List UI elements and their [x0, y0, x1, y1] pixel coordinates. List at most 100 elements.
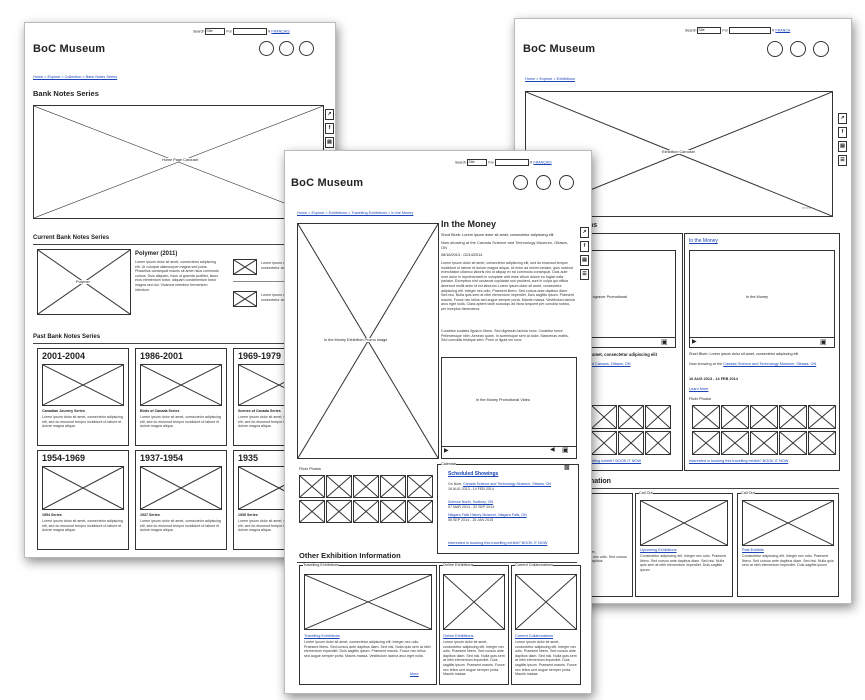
carousel-dots[interactable]: ○○○○: [802, 206, 812, 210]
fullscreen-icon[interactable]: ▣: [661, 339, 668, 346]
nav-circle-3[interactable]: [559, 175, 574, 190]
series-card[interactable]: 1937-1954 1937 Series Lorem ipsum dolor …: [135, 450, 227, 550]
breadcrumb[interactable]: Home > Explore > Exhibitions: [525, 77, 576, 81]
search-scope-select[interactable]: Site: [467, 159, 488, 166]
booking-link[interactable]: Interested in booking this travelling ex…: [689, 459, 789, 463]
nav-circle-1[interactable]: [767, 41, 783, 57]
exhibit-location-link[interactable]: Canada Science and Technology Museum, Ot…: [723, 362, 817, 366]
search-input[interactable]: [494, 159, 529, 166]
site-logo[interactable]: BoC Museum: [291, 177, 364, 189]
flickr-thumbnail[interactable]: [591, 431, 617, 455]
print-icon[interactable]: ▤: [580, 255, 589, 266]
callout-upcoming[interactable]: Call Out Upcoming Exhibitions Consectetu…: [635, 491, 733, 597]
play-icon[interactable]: ▶: [692, 339, 697, 345]
document-icon[interactable]: ☰: [838, 155, 847, 166]
more-link[interactable]: More: [410, 672, 419, 676]
online-link[interactable]: Online Exhibitions: [443, 634, 474, 638]
nav-circle-1[interactable]: [513, 175, 528, 190]
learn-more-link[interactable]: Learn More: [689, 387, 709, 391]
calendar-icon[interactable]: ▩: [564, 465, 570, 471]
exhibit-video[interactable]: In the Money ▶ ▣: [689, 250, 835, 348]
exhibition-promo-image[interactable]: In the Money Exhibition Promo Image: [297, 223, 439, 459]
flickr-thumbnail[interactable]: [407, 475, 433, 498]
callout-image[interactable]: [640, 500, 728, 546]
nav-circle-3[interactable]: [299, 41, 314, 56]
search-input[interactable]: [728, 27, 771, 34]
print-icon[interactable]: ▤: [838, 141, 847, 152]
facebook-icon[interactable]: f: [325, 123, 334, 134]
flickr-thumbnail[interactable]: [721, 405, 749, 429]
play-icon[interactable]: ▶: [444, 448, 449, 454]
flickr-thumbnail[interactable]: [779, 405, 807, 429]
nav-circle-2[interactable]: [790, 41, 806, 57]
showing-place-link[interactable]: Canada Science and Technology Museum, Ot…: [462, 482, 552, 486]
scheduled-heading[interactable]: Scheduled Showings: [448, 471, 499, 477]
search-scope-select[interactable]: Site: [205, 28, 226, 35]
callout-image[interactable]: [742, 500, 834, 546]
flickr-thumbnail[interactable]: [353, 475, 379, 498]
series-image[interactable]: [140, 364, 222, 406]
past-exhibits-link[interactable]: Past Exhibits: [742, 548, 764, 552]
site-logo[interactable]: BoC Museum: [523, 43, 596, 55]
volume-icon[interactable]: ◀: [550, 447, 555, 453]
site-logo[interactable]: BoC Museum: [33, 43, 106, 55]
share-icon[interactable]: ↗: [838, 113, 847, 124]
series-image[interactable]: [140, 466, 222, 510]
facebook-icon[interactable]: f: [838, 127, 847, 138]
language-link[interactable]: FRANÇAIS: [271, 29, 290, 34]
showing-place-link[interactable]: Niagara Falls History Museum, Niagara Fa…: [448, 513, 527, 517]
upcoming-link[interactable]: Upcoming Exhibitions: [640, 548, 677, 552]
flickr-thumbnail[interactable]: [750, 405, 778, 429]
home-page-carousel[interactable]: Home Page Carousel: [33, 105, 324, 219]
flickr-thumbnail[interactable]: [380, 475, 406, 498]
language-link[interactable]: FRANCA: [775, 28, 791, 33]
flickr-thumbnail[interactable]: [750, 431, 778, 455]
showing-place-link[interactable]: Science North, Sudbury, ON: [448, 500, 494, 504]
share-icon[interactable]: ↗: [580, 227, 589, 238]
flickr-thumbnail[interactable]: [353, 500, 379, 523]
nav-circle-2[interactable]: [279, 41, 294, 56]
callout-past[interactable]: Call Out Past Exhibits Consectetur adipi…: [737, 491, 839, 597]
language-link[interactable]: FRANÇAIS: [533, 160, 552, 165]
flickr-thumbnail[interactable]: [808, 405, 836, 429]
facebook-icon[interactable]: f: [580, 241, 589, 252]
flickr-thumbnail[interactable]: [326, 475, 352, 498]
print-icon[interactable]: ▤: [325, 137, 334, 148]
travelling-box[interactable]: Travelling Exhibitions Travelling Exhibi…: [299, 563, 437, 685]
video-controls[interactable]: ▶ ▣: [690, 337, 834, 347]
flickr-thumbnail[interactable]: [779, 431, 807, 455]
series-card[interactable]: 1954-1969 1954 Series Lorem ipsum dolor …: [37, 450, 129, 550]
flickr-thumbnail[interactable]: [591, 405, 617, 429]
flickr-thumbnail[interactable]: [721, 431, 749, 455]
search-input[interactable]: [232, 28, 267, 35]
online-box[interactable]: Online Exhibitions Online Exhibitions Lo…: [439, 563, 509, 685]
nav-circle-3[interactable]: [813, 41, 829, 57]
document-icon[interactable]: ☰: [580, 269, 589, 280]
series-image[interactable]: [42, 466, 124, 510]
fullscreen-icon[interactable]: ▣: [562, 447, 569, 454]
polymer-note-image[interactable]: Polymer: [37, 249, 131, 315]
series-card[interactable]: 2001-2004 Canadian Journey Series Lorem …: [37, 348, 129, 446]
booking-link[interactable]: Interested in booking this travelling ex…: [448, 541, 548, 545]
flickr-thumbnail[interactable]: [692, 405, 720, 429]
video-controls[interactable]: ▶ ◀ ▣: [442, 446, 576, 456]
flickr-thumbnail[interactable]: [808, 431, 836, 455]
promotional-video[interactable]: In the Money Promotional Video ▶ ◀ ▣: [441, 357, 577, 459]
flickr-thumbnail[interactable]: [326, 500, 352, 523]
collab-image[interactable]: [515, 574, 577, 630]
nav-circle-2[interactable]: [536, 175, 551, 190]
exhibit-title-link[interactable]: In the Money: [689, 238, 718, 244]
collab-link[interactable]: Current Collaborations: [515, 634, 553, 638]
flickr-thumbnail[interactable]: [299, 500, 325, 523]
flickr-thumbnail[interactable]: [380, 500, 406, 523]
series-card[interactable]: 1986-2001 Birds of Canada Series Lorem i…: [135, 348, 227, 446]
travelling-image[interactable]: [304, 574, 432, 630]
breadcrumb[interactable]: Home > Explore > Collection > Bank Notes…: [33, 75, 118, 79]
search-scope-select[interactable]: Site: [697, 27, 722, 34]
breadcrumb[interactable]: Home > Explore > Exhibitions > Travellin…: [297, 211, 414, 215]
side-note-image-2[interactable]: [233, 291, 257, 307]
flickr-thumbnail[interactable]: [645, 405, 671, 429]
video-controls[interactable]: ▣: [587, 337, 675, 347]
side-note-image-1[interactable]: [233, 259, 257, 275]
collab-box[interactable]: Current Collaborations Current Collabora…: [511, 563, 581, 685]
